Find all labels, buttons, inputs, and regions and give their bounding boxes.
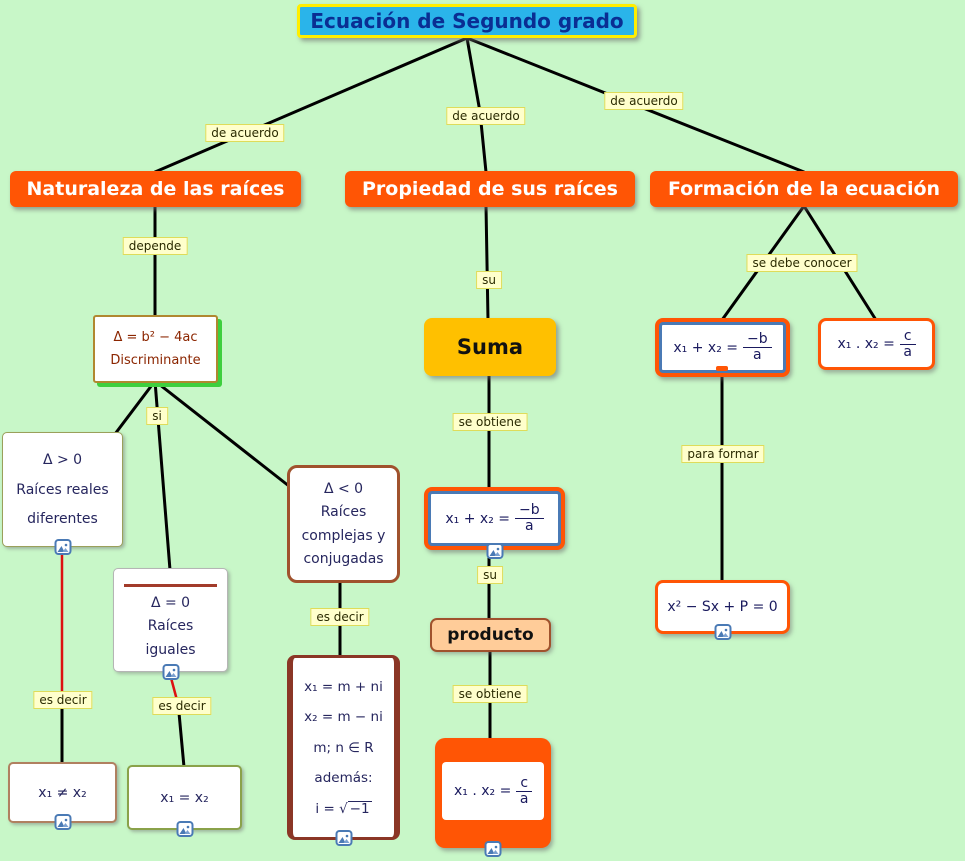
fraction-numerator: c [899, 329, 916, 345]
node-discriminante[interactable]: Δ = b² − 4ac Discriminante [93, 315, 218, 383]
node-suma-formula[interactable]: x₁ + x₂ = −b a [424, 487, 565, 559]
resource-icon[interactable] [54, 814, 71, 830]
formacion-suma-lhs: x₁ + x₂ = [673, 339, 738, 356]
resource-icon[interactable] [484, 841, 502, 857]
resource-icon[interactable] [54, 539, 71, 555]
node-naturaleza-raices[interactable]: Naturaleza de las raíces [10, 171, 301, 207]
link-label-es-decir-right[interactable]: es decir [310, 608, 370, 626]
delta-zero-line3: iguales [145, 641, 196, 658]
suma-label: Suma [456, 335, 524, 359]
formacion-producto-fraction: c a [899, 329, 916, 360]
branch-label: Propiedad de sus raíces [361, 178, 618, 200]
node-formacion-ecuacion[interactable]: Formación de la ecuación [650, 171, 958, 207]
fraction-numerator: c [516, 776, 533, 792]
sqrt-prefix: i = √ [315, 800, 348, 817]
sqrt-radicand: −1 [347, 800, 372, 817]
fraction-denominator: a [903, 343, 912, 360]
delta-zero-line2: Raíces [147, 618, 194, 635]
resource-icon[interactable] [162, 664, 179, 680]
delta-pos-line3: diferentes [27, 510, 98, 527]
collapsed-marker-dash [716, 366, 728, 371]
node-suma[interactable]: Suma [424, 318, 556, 376]
link-label-depende[interactable]: depende [122, 237, 188, 255]
ecuacion-text: x² − Sx + P = 0 [667, 599, 778, 615]
delta-zero-line1: Δ = 0 [150, 594, 191, 611]
resource-icon[interactable] [714, 624, 731, 640]
node-ecuacion-formada[interactable]: x² − Sx + P = 0 [655, 580, 790, 640]
x1-neq-x2-text: x₁ ≠ x₂ [38, 784, 87, 801]
resource-icon[interactable] [176, 821, 193, 837]
link-label-de-acuerdo-left[interactable]: de acuerdo [205, 124, 285, 142]
node-delta-menor-cero[interactable]: Δ < 0 Raíces complejas y conjugadas [287, 465, 400, 583]
delta-neg-line2: Raíces [320, 504, 367, 521]
link-label-para-formar[interactable]: para formar [681, 445, 765, 463]
producto-formula-lhs: x₁ . x₂ = [453, 783, 512, 799]
root-title: Ecuación de Segundo grado [310, 9, 624, 33]
node-raices-complejas-detalle[interactable]: x₁ = m + ni x₂ = m − ni m; n ∈ R además:… [287, 655, 400, 846]
link-label-su-suma[interactable]: su [476, 271, 502, 289]
link-label-su-producto[interactable]: su [477, 566, 503, 584]
suma-formula-panel: x₁ + x₂ = −b a [428, 491, 561, 546]
node-producto[interactable]: producto [430, 618, 551, 652]
fraction-denominator: a [525, 518, 534, 534]
node-delta-igual-cero[interactable]: Δ = 0 Raíces iguales [113, 568, 228, 680]
node-delta-mayor-cero[interactable]: Δ > 0 Raíces reales diferentes [2, 432, 123, 555]
link-label-se-obtiene-producto[interactable]: se obtiene [452, 685, 528, 703]
complex-line3: m; n ∈ R [313, 739, 374, 756]
suma-formula-fraction: −b a [514, 503, 544, 534]
resource-icon[interactable] [486, 543, 503, 559]
producto-formula-panel: x₁ . x₂ = c a [442, 762, 544, 820]
link-label-de-acuerdo-center[interactable]: de acuerdo [446, 107, 526, 125]
delta-neg-line1: Δ < 0 [323, 481, 364, 498]
producto-label: producto [447, 625, 534, 645]
discriminante-caption: Discriminante [110, 353, 201, 369]
discriminante-formula: Δ = b² − 4ac [113, 329, 198, 345]
node-formacion-producto-formula[interactable]: x₁ . x₂ = c a [818, 318, 935, 370]
fraction-numerator: −b [742, 332, 772, 348]
node-producto-formula[interactable]: x₁ . x₂ = c a [435, 738, 551, 857]
complex-line5: i = √−1 [315, 800, 372, 817]
complex-line1: x₁ = m + ni [304, 678, 383, 695]
fraction-numerator: −b [514, 503, 544, 519]
delta-pos-line2: Raíces reales [16, 481, 109, 498]
formacion-suma-panel: x₁ + x₂ = −b a [659, 322, 786, 373]
link-label-es-decir-mid[interactable]: es decir [152, 697, 212, 715]
link-label-se-obtiene-suma[interactable]: se obtiene [452, 413, 528, 431]
node-propiedad-raices[interactable]: Propiedad de sus raíces [345, 171, 635, 207]
delta-neg-line3: complejas y [301, 527, 386, 544]
root-node-ecuacion-segundo-grado[interactable]: Ecuación de Segundo grado [297, 4, 637, 38]
link-label-si[interactable]: si [146, 407, 168, 425]
delta-neg-line4: conjugadas [303, 550, 384, 567]
producto-formula-fraction: c a [516, 776, 533, 807]
node-x1-distinto-x2[interactable]: x₁ ≠ x₂ [8, 762, 117, 830]
fraction-denominator: a [519, 790, 529, 807]
node-x1-igual-x2[interactable]: x₁ = x₂ [127, 765, 242, 837]
complex-line2: x₂ = m − ni [304, 709, 383, 725]
resource-icon[interactable] [335, 830, 352, 846]
link-label-es-decir-left[interactable]: es decir [33, 691, 93, 709]
delta-pos-line1: Δ > 0 [42, 452, 83, 469]
suma-formula-lhs: x₁ + x₂ = [445, 510, 510, 527]
link-label-se-debe-conocer[interactable]: se debe conocer [746, 254, 858, 272]
formacion-producto-lhs: x₁ . x₂ = [837, 336, 895, 352]
branch-label: Naturaleza de las raíces [26, 178, 285, 200]
accent-bar [124, 584, 217, 588]
x1-eq-x2-text: x₁ = x₂ [160, 789, 209, 806]
link-label-de-acuerdo-right[interactable]: de acuerdo [604, 92, 684, 110]
complex-line4: además: [314, 770, 373, 786]
fraction-denominator: a [753, 347, 762, 363]
branch-label: Formación de la ecuación [667, 178, 941, 200]
formacion-suma-fraction: −b a [742, 332, 772, 363]
